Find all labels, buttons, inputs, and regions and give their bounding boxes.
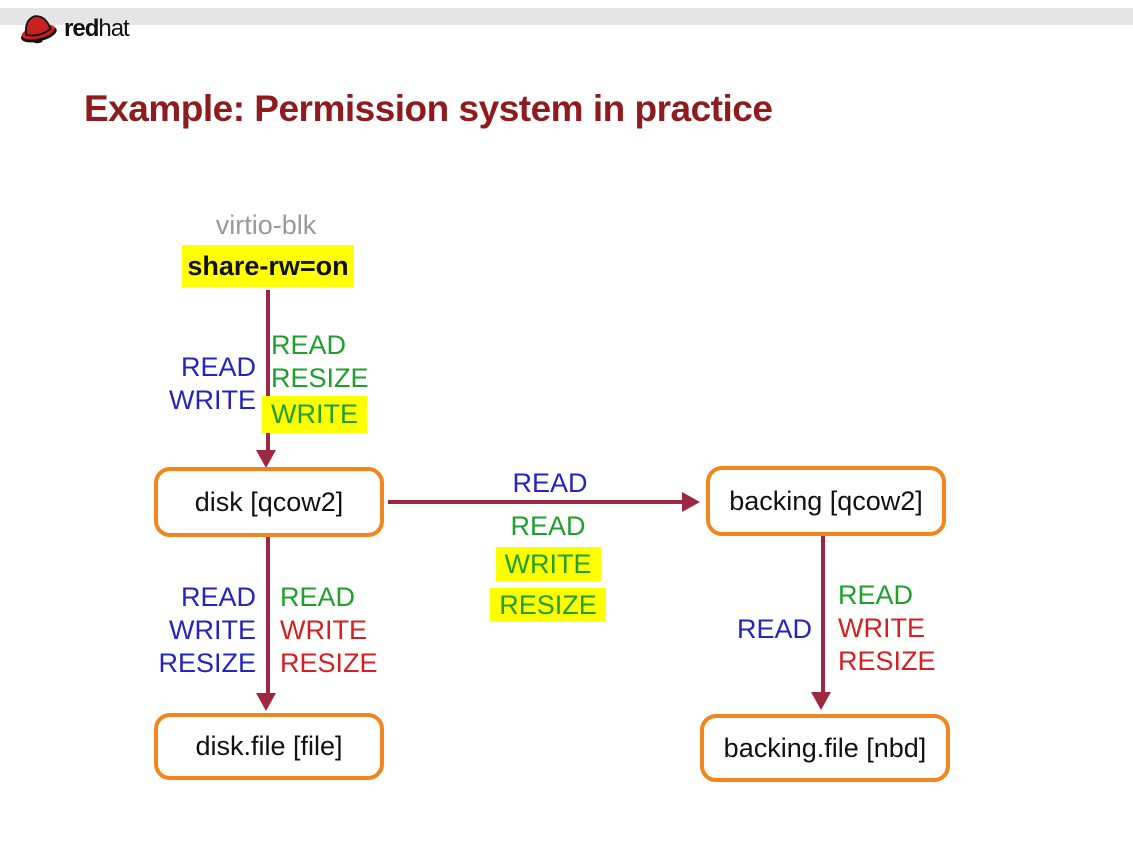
node-backing-qcow2: backing [qcow2] [706,466,946,536]
permission-label: WRITE [280,615,367,645]
perms-virtio-to-disk-green: READ RESIZE WRITE [262,329,369,434]
permission-label: READ [512,468,588,498]
perms-backing-to-backing-file-blue: READ [670,613,812,646]
arrow-disk-to-backing [388,500,684,504]
redhat-wordmark: redhat [64,15,130,42]
perms-disk-to-disk-file-blue: READ WRITE RESIZE [105,581,256,680]
arrowhead-disk-to-disk-file [256,693,276,711]
node-backing-file: backing.file [nbd] [700,714,950,782]
permission-label: READ [180,582,256,612]
redhat-logo: redhat [16,8,130,50]
permission-label: READ [510,511,586,541]
virtio-blk-label: virtio-blk [215,210,317,240]
arrow-disk-to-disk-file [266,537,270,695]
permission-label: WRITE [838,613,925,643]
permission-label-highlighted: WRITE [495,547,601,581]
brand-red: red [64,15,99,42]
arrow-virtio-to-disk [266,290,270,452]
brand-hat: hat [98,15,129,42]
permission-label-highlighted: WRITE [262,396,367,433]
perms-disk-to-disk-file-colored: READ WRITE RESIZE [280,581,378,680]
perms-virtio-to-disk-blue: READ WRITE [110,351,256,417]
permission-label: RESIZE [158,648,256,678]
permission-label: RESIZE [280,648,378,678]
perms-disk-to-backing-blue: READ [470,467,630,500]
redhat-fedora-icon [21,15,57,44]
arrowhead-backing-to-backing-file [811,692,831,710]
permission-label: READ [271,330,347,360]
arrow-backing-to-backing-file [821,536,825,694]
permission-label-highlighted: RESIZE [490,588,606,622]
permission-label: READ [280,582,356,612]
perms-disk-to-backing-green: READ WRITE RESIZE [448,511,648,623]
share-rw-badge: share-rw=on [182,245,354,287]
permission-label: RESIZE [838,646,936,676]
header-strip [0,8,1133,25]
permission-label: READ [838,580,914,610]
arrowhead-disk-to-backing [682,492,700,512]
node-disk-qcow2: disk [qcow2] [154,467,384,537]
node-disk-file: disk.file [file] [154,713,384,780]
permission-label: READ [736,614,812,644]
permission-label: READ [180,352,256,382]
arrowhead-virtio-to-disk [256,450,276,468]
permission-label: WRITE [169,615,256,645]
permission-label: WRITE [169,385,256,415]
permission-label: RESIZE [271,363,369,393]
slide-title: Example: Permission system in practice [84,88,773,129]
perms-backing-to-backing-file-colored: READ WRITE RESIZE [838,579,936,678]
